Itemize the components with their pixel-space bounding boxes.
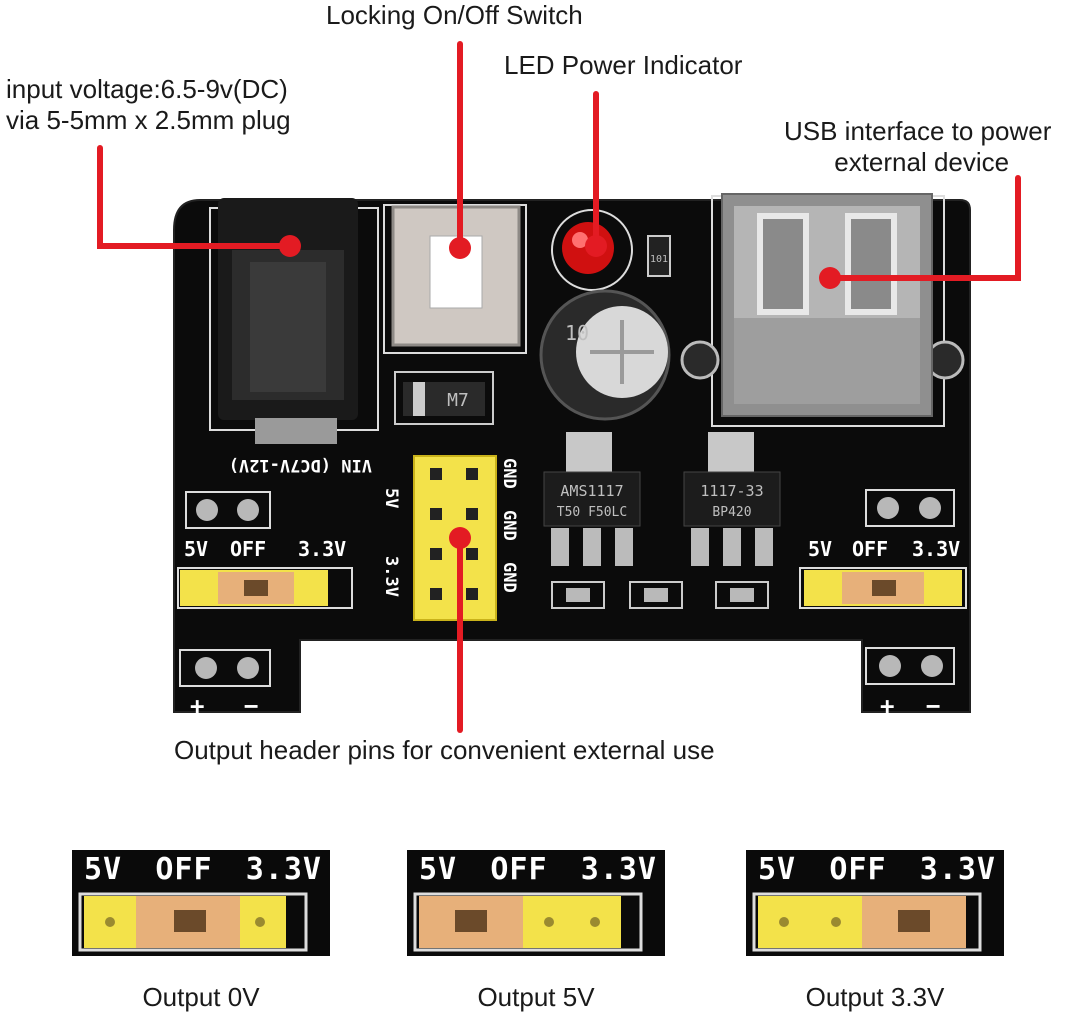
capacitor: 10 — [539, 289, 671, 421]
left-rail-33v: 3.3V — [298, 537, 346, 561]
example2-5v: 5V — [758, 852, 797, 887]
regulator1-line1: AMS1117 — [560, 482, 623, 500]
example1-off: OFF — [490, 852, 548, 887]
arrow-led-dot — [585, 235, 607, 257]
regulator-1117-33: 1117-33 BP420 — [683, 432, 781, 566]
power-module-board: 101 10 M7 AMS1117 T50 F50LC 1117-33 BP — [97, 41, 1021, 733]
regulator2-line2: BP420 — [712, 505, 751, 520]
arrow-usb — [827, 175, 1021, 281]
resistor-label: 101 — [650, 254, 668, 265]
usb-label-line1: USB interface to power — [784, 116, 1052, 146]
input-voltage-label: input voltage:6.5-9v(DC) via 5-5mm x 2.5… — [6, 74, 291, 136]
example2-33v: 3.3V — [919, 852, 996, 887]
right-rail-33v: 3.3V — [912, 537, 960, 561]
regulator-ams1117: AMS1117 T50 F50LC — [543, 432, 641, 566]
header-gnd-label-1: GND — [499, 458, 519, 489]
example0-off: OFF — [155, 852, 213, 887]
arrow-usb-dot — [819, 267, 841, 289]
regulator2-line1: 1117-33 — [700, 482, 763, 500]
example2-off: OFF — [829, 852, 887, 887]
left-rail: 5V OFF 3.3V + − — [177, 491, 353, 720]
regulator1-line2: T50 F50LC — [557, 505, 627, 520]
example1-5v: 5V — [419, 852, 458, 887]
header-gnd-label-3: GND — [499, 562, 519, 593]
right-rail: 5V OFF 3.3V + − — [799, 489, 967, 720]
input-voltage-line1: input voltage:6.5-9v(DC) — [6, 74, 288, 104]
arrow-input-dot — [279, 235, 301, 257]
power-switch — [391, 205, 521, 347]
caption-output-5v: Output 5V — [477, 982, 595, 1012]
jumper-example-5v: 5V OFF 3.3V — [407, 850, 665, 956]
header-gnd-label-2: GND — [499, 510, 519, 541]
example0-5v: 5V — [84, 852, 123, 887]
input-voltage-line2: via 5-5mm x 2.5mm plug — [6, 105, 291, 135]
right-rail-5v: 5V — [808, 537, 832, 561]
right-rail-plus: + — [880, 692, 894, 720]
example0-33v: 3.3V — [245, 852, 322, 887]
dc-barrel-jack — [218, 198, 358, 444]
switch-label: Locking On/Off Switch — [326, 0, 583, 30]
example1-33v: 3.3V — [580, 852, 657, 887]
vin-label: VIN (DC7V-12V) — [229, 455, 372, 475]
arrow-header-dot — [449, 527, 471, 549]
led-label: LED Power Indicator — [504, 50, 743, 80]
output-header-pins: GND GND GND 5V 3.3V — [381, 455, 519, 621]
left-rail-plus: + — [190, 692, 204, 720]
diode-label: M7 — [447, 390, 469, 411]
caption-output-0v: Output 0V — [142, 982, 260, 1012]
jumper-example-33v: 5V OFF 3.3V — [746, 850, 1004, 956]
arrow-input — [97, 145, 291, 249]
left-rail-minus: − — [244, 692, 258, 720]
callout-arrows — [97, 41, 1021, 733]
usb-label: USB interface to power external device — [784, 116, 1051, 178]
diode: M7 — [394, 371, 494, 425]
header-5v-label: 5V — [381, 488, 401, 508]
caption-output-33v: Output 3.3V — [805, 982, 945, 1012]
capacitor-label: 10 — [565, 321, 589, 345]
jumper-example-0v: 5V OFF 3.3V — [72, 850, 330, 956]
left-rail-5v: 5V — [184, 537, 208, 561]
arrow-switch-dot — [449, 237, 471, 259]
header-pins-label: Output header pins for convenient extern… — [174, 735, 715, 765]
left-rail-off: OFF — [230, 537, 266, 561]
header-33v-label: 3.3V — [381, 556, 401, 597]
right-rail-off: OFF — [852, 537, 888, 561]
usb-label-line2: external device — [834, 147, 1010, 177]
right-rail-minus: − — [926, 692, 940, 720]
usb-port — [680, 193, 965, 417]
